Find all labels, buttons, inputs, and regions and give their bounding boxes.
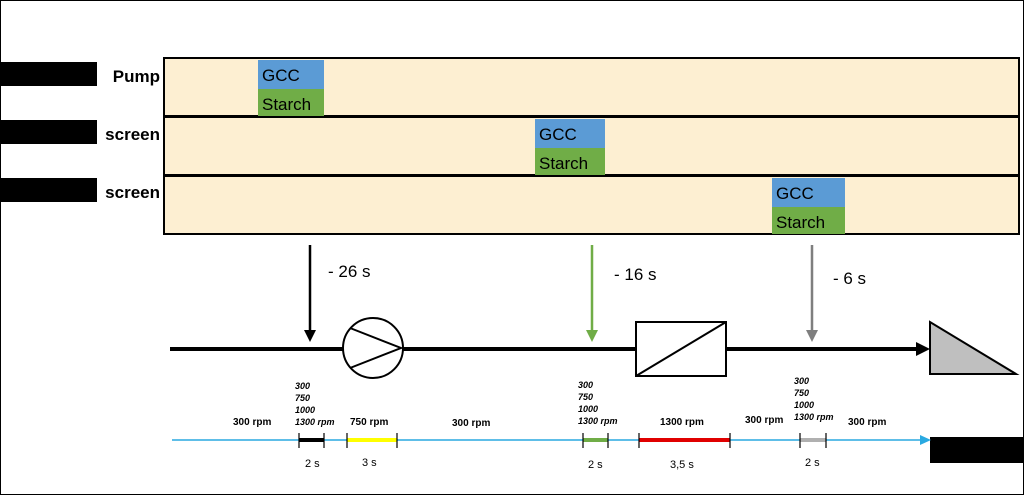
timeline-arrow-head bbox=[920, 435, 931, 445]
gcc-block bbox=[535, 119, 605, 148]
row-label-screen-1: screen bbox=[105, 125, 160, 144]
gcc-label: GCC bbox=[776, 184, 814, 203]
rpm-stack-item: 1300 rpm bbox=[578, 416, 618, 426]
rpm-stack-3: 300 750 1000 1300 rpm bbox=[794, 376, 834, 422]
rpm-labels: 300 rpm 750 rpm 300 rpm 1300 rpm 300 rpm… bbox=[233, 415, 886, 429]
starch-block bbox=[772, 207, 845, 234]
rpm-label: 300 rpm bbox=[745, 415, 783, 426]
starch-label: Starch bbox=[262, 95, 311, 114]
tank-icon bbox=[929, 320, 1020, 375]
pump-icon-chevron bbox=[349, 327, 404, 369]
timeline-ticks bbox=[298, 433, 827, 448]
rpm-label: 1300 rpm bbox=[660, 417, 704, 428]
starch-label: Starch bbox=[776, 213, 825, 232]
rpm-stack-2: 300 750 1000 1300 rpm bbox=[578, 380, 618, 426]
redaction-bar bbox=[930, 437, 1024, 463]
timing-label-2: - 16 s bbox=[614, 265, 657, 284]
redaction-bar bbox=[0, 120, 97, 144]
gcc-block bbox=[772, 178, 845, 207]
rpm-stack-item: 1300 rpm bbox=[295, 417, 335, 427]
starch-block bbox=[535, 148, 605, 175]
rpm-stack-1: 300 750 1000 1300 rpm bbox=[295, 381, 335, 427]
rpm-label: 750 rpm bbox=[350, 417, 388, 428]
rpm-stack-item: 750 bbox=[295, 393, 310, 403]
rpm-stack-item: 300 bbox=[578, 380, 593, 390]
duration-label: 2 s bbox=[805, 457, 820, 469]
rpm-stack-item: 300 bbox=[295, 381, 310, 391]
screen-icon-diagonal bbox=[635, 321, 727, 377]
rpm-label: 300 rpm bbox=[233, 417, 271, 428]
rpm-stack-item: 750 bbox=[794, 388, 809, 398]
rpm-label: 300 rpm bbox=[452, 418, 490, 429]
flow-arrow-head bbox=[916, 342, 930, 356]
gcc-label: GCC bbox=[262, 66, 300, 85]
row-label-screen-2: screen bbox=[105, 183, 160, 202]
duration-labels: 2 s 3 s 2 s 3,5 s 2 s bbox=[305, 457, 820, 471]
starch-block bbox=[258, 89, 324, 116]
rpm-stack-item: 1000 bbox=[295, 405, 315, 415]
gcc-label: GCC bbox=[539, 125, 577, 144]
starch-label: Starch bbox=[539, 154, 588, 173]
gcc-block bbox=[258, 60, 324, 89]
rpm-label: 300 rpm bbox=[848, 417, 886, 428]
duration-label: 2 s bbox=[305, 458, 320, 470]
arrow-head-2 bbox=[586, 330, 598, 342]
pump-icon bbox=[342, 317, 404, 379]
duration-label: 2 s bbox=[588, 459, 603, 471]
duration-label: 3 s bbox=[362, 457, 377, 469]
rpm-stack-item: 750 bbox=[578, 392, 593, 402]
panel-screen-2 bbox=[163, 175, 1020, 235]
rpm-stack-item: 300 bbox=[794, 376, 809, 386]
rpm-stack-item: 1000 bbox=[578, 404, 598, 414]
redaction-bar bbox=[0, 62, 97, 86]
rpm-stack-item: 1000 bbox=[794, 400, 814, 410]
duration-label: 3,5 s bbox=[670, 459, 694, 471]
timing-label-1: - 26 s bbox=[328, 262, 371, 281]
redaction-bar bbox=[0, 178, 97, 202]
arrow-head-3 bbox=[806, 330, 818, 342]
rpm-stack-item: 1300 rpm bbox=[794, 412, 834, 422]
timing-label-3: - 6 s bbox=[833, 269, 866, 288]
row-label-pump: Pump bbox=[113, 67, 160, 86]
arrow-head-1 bbox=[304, 330, 316, 342]
